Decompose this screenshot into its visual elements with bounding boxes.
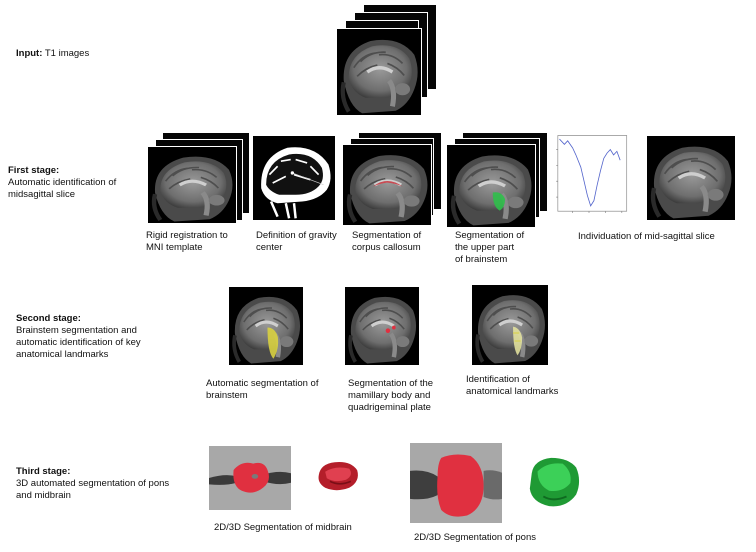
first-stage-title: First stage: bbox=[8, 165, 60, 176]
caption-mamillary-quadrigeminal: Segmentation of the mamillary body and q… bbox=[348, 378, 434, 413]
upper-brainstem-image bbox=[446, 144, 536, 228]
midsagittal-slice-image bbox=[647, 136, 735, 220]
corpus-callosum-image bbox=[342, 144, 432, 226]
pons-2d-segmentation-image bbox=[410, 443, 502, 523]
first-stage-label: First stage: Automatic identification of… bbox=[8, 165, 148, 201]
pons-3d-model bbox=[524, 454, 582, 510]
caption-brainstem-segmentation: Automatic segmentation of brainstem bbox=[206, 378, 319, 401]
third-stage-title: Third stage: bbox=[16, 466, 71, 477]
midbrain-3d-model bbox=[314, 457, 362, 493]
second-stage-label: Second stage: Brainstem segmentation and… bbox=[16, 313, 186, 361]
caption-anatomical-landmarks: Identification of anatomical landmarks bbox=[466, 374, 559, 397]
caption-pons-segmentation: 2D/3D Segmentation of pons bbox=[414, 532, 536, 543]
midbrain-2d-segmentation-image bbox=[209, 446, 291, 510]
mamillary-quadrigeminal-image bbox=[345, 287, 419, 365]
caption-rigid-registration: Rigid registration to MNI template bbox=[146, 230, 228, 253]
gravity-center-image bbox=[253, 136, 335, 220]
anatomical-landmarks-image bbox=[472, 285, 548, 365]
third-stage-desc: 3D automated segmentation of pons and mi… bbox=[16, 478, 170, 501]
rigid-registration-image bbox=[147, 146, 237, 224]
midsagittal-plot bbox=[548, 132, 630, 220]
input-label: Input: T1 images bbox=[16, 48, 89, 60]
second-stage-desc: Brainstem segmentation and automatic ide… bbox=[16, 325, 141, 360]
brainstem-segmentation-image bbox=[229, 287, 303, 365]
caption-corpus-callosum: Segmentation of corpus callosum bbox=[352, 230, 422, 253]
input-label-rest: T1 images bbox=[42, 48, 90, 59]
caption-upper-brainstem: Segmentation of the upper part of brains… bbox=[455, 230, 525, 265]
caption-gravity-center: Definition of gravity center bbox=[256, 230, 337, 253]
input-label-bold: Input: bbox=[16, 48, 43, 59]
input-t1-image bbox=[336, 28, 422, 116]
caption-midbrain-segmentation: 2D/3D Segmentation of midbrain bbox=[214, 522, 352, 533]
caption-midsagittal-slice: Individuation of mid-sagittal slice bbox=[578, 231, 715, 242]
first-stage-desc: Automatic identification of midsagittal … bbox=[8, 177, 117, 200]
second-stage-title: Second stage: bbox=[16, 313, 81, 324]
third-stage-label: Third stage: 3D automated segmentation o… bbox=[16, 466, 196, 502]
